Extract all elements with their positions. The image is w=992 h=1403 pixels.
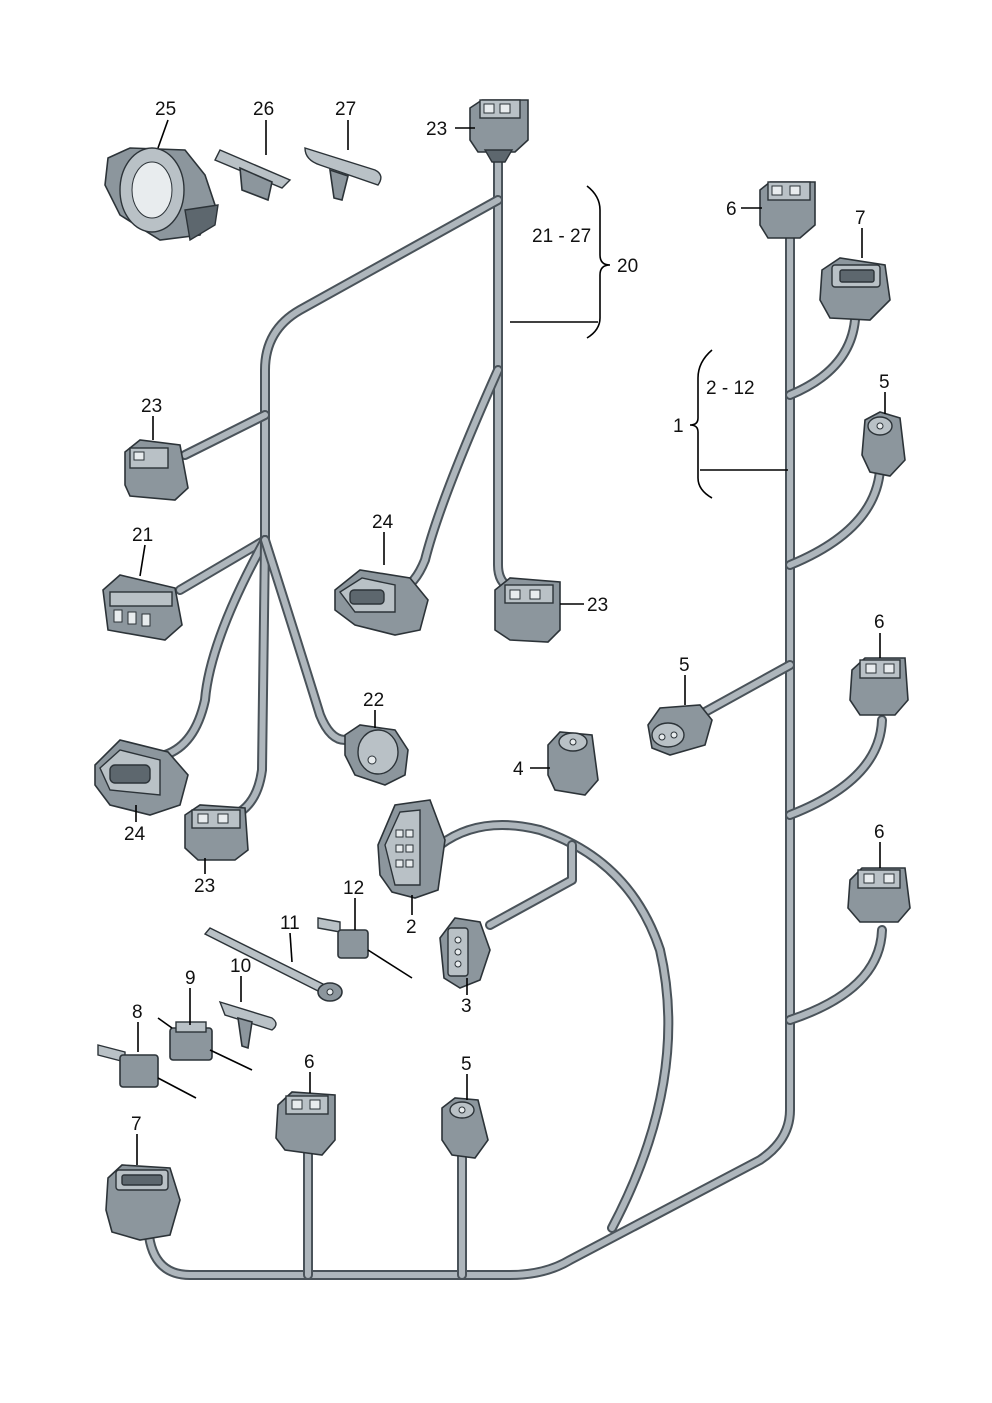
connector-5-right-upper (861, 411, 906, 477)
label-5-right-upper: 5 (879, 372, 890, 393)
connector-24-mid (334, 569, 429, 636)
label-26: 26 (253, 99, 274, 120)
bracket-20 (586, 185, 611, 339)
label-23-mid: 23 (587, 595, 608, 616)
label-6-right-lower: 6 (874, 822, 885, 843)
connector-3 (439, 917, 491, 989)
connector-23-lower (184, 804, 249, 861)
label-6-bottom: 6 (304, 1052, 315, 1073)
connector-24-left (94, 739, 189, 816)
harness-wires (143, 155, 887, 1280)
connector-7-top (819, 257, 891, 321)
label-range-2-12: 2 - 12 (706, 378, 755, 399)
label-9: 9 (185, 968, 196, 989)
label-20: 20 (617, 256, 638, 277)
label-8: 8 (132, 1002, 143, 1023)
label-6-top: 6 (726, 199, 737, 220)
part-12-clip (317, 917, 413, 979)
bracket-1 (689, 349, 713, 499)
label-21: 21 (132, 525, 153, 546)
label-24-left: 24 (124, 824, 146, 845)
label-11: 11 (280, 913, 300, 934)
part-9-clip (157, 1017, 253, 1071)
label-7-top: 7 (855, 208, 866, 229)
connector-21 (102, 574, 183, 641)
connector-6-bottom (275, 1091, 336, 1156)
part-26-clip (214, 149, 292, 202)
connector-23-top (469, 99, 529, 163)
part-11-cable-tie (203, 927, 343, 1002)
label-5-mid: 5 (679, 655, 690, 676)
part-labels: 25 26 27 23 21 - 27 20 6 7 2 - 12 1 5 23… (124, 99, 890, 1135)
connector-6-top (759, 181, 816, 239)
label-22: 22 (363, 690, 384, 711)
leader-lines (135, 119, 886, 1165)
label-4: 4 (513, 759, 524, 780)
label-3: 3 (461, 996, 472, 1017)
part-8-clip (97, 1044, 197, 1099)
label-24-mid: 24 (372, 512, 394, 533)
label-7-bottom: 7 (131, 1114, 142, 1135)
label-25: 25 (155, 99, 176, 120)
connector-4 (547, 731, 599, 796)
label-23-left: 23 (141, 396, 162, 417)
part-10-clip (218, 1000, 277, 1050)
label-range-21-27: 21 - 27 (532, 226, 591, 247)
label-27: 27 (335, 99, 356, 120)
label-1: 1 (673, 416, 684, 437)
label-10: 10 (230, 956, 251, 977)
label-12: 12 (343, 878, 364, 899)
connector-23-left (124, 439, 189, 501)
connector-5-bottom (441, 1097, 489, 1159)
part-27-clip (304, 147, 382, 201)
label-2: 2 (406, 917, 417, 938)
connector-7-bottom (105, 1164, 181, 1241)
label-6-right-mid: 6 (874, 612, 885, 633)
connector-2 (377, 799, 446, 899)
part-25-clip-holder (104, 147, 219, 242)
label-23-top: 23 (426, 119, 447, 140)
connector-22 (344, 724, 409, 786)
label-5-bottom: 5 (461, 1054, 472, 1075)
connector-6-right-mid (849, 657, 909, 716)
connector-23-mid (494, 577, 561, 643)
label-23-lower: 23 (194, 876, 215, 897)
connector-5-mid (647, 704, 713, 756)
wire-upper-diagonal (260, 195, 503, 545)
connector-6-right-lower (847, 867, 911, 923)
